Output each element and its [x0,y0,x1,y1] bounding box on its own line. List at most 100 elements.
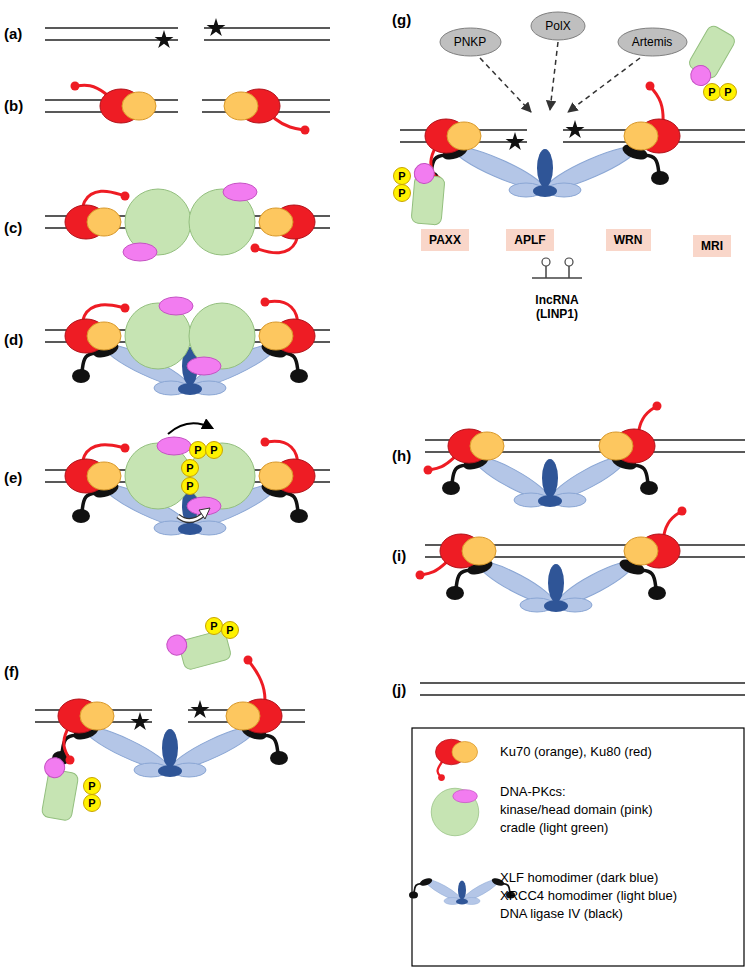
ligase-iv-domain [270,751,288,765]
dna-pkcs [123,189,191,261]
legend-text: XLF homodimer (dark blue) [500,871,658,886]
ku-heterodimer [416,534,497,580]
factor-box: PAXX [421,229,469,251]
dna-strand [420,682,745,684]
ku80-tail-end [261,298,270,307]
trans-phosphorylation-arrowhead [199,508,210,519]
phosphate-circle [394,185,411,202]
legend-box [409,728,744,966]
ku-heterodimer [259,438,315,494]
ligase-iv-linker [640,570,656,589]
phosphate-circle [182,478,199,495]
phosphate-label: P [88,780,95,793]
xlf-head [456,899,468,905]
lncrna-label: lncRNA (LINP1) [526,294,588,322]
dna-pkcs [125,437,191,509]
lncrna-loop [565,258,573,266]
lncrna-hairpins [532,258,582,278]
autophosphorylation-arrow [168,423,212,434]
factor-name: PolX [530,19,586,33]
ligase-iv-domain [651,171,669,185]
ligase-iv-domain [442,481,460,495]
factor-ellipse: PNKP [439,27,502,57]
phosphate-label: P [210,620,217,633]
dna-pkcs [125,297,193,369]
ku70 [624,122,658,150]
xlf-head [538,495,562,507]
dna-strand [420,694,745,696]
ku80-tail-end [244,656,253,665]
panel-letter: (f) [4,663,19,680]
released-dna-pkcs [410,163,446,225]
ku70 [447,122,481,150]
panel-letter: (g) [392,11,411,28]
ku-heterodimer [424,429,505,475]
phosphate-label: P [186,462,193,475]
released-dna-pkcs [36,756,81,821]
phosphate-label: P [226,624,233,637]
ligase-iv-domain [640,481,658,495]
pkcs-head [43,756,66,779]
damage-star [566,120,585,138]
ellipse-shape [531,12,585,40]
ku80-tail-end [261,438,270,447]
factor-ellipse: PolX [530,11,586,41]
pkcs-head [159,297,193,315]
ku70 [624,537,658,565]
factor-label: WRN [606,233,651,247]
ku-heterodimer [251,205,316,253]
pkcs-head [187,357,221,375]
ellipse-shape [440,28,501,56]
ligase-iv-linker [643,155,659,174]
ku-heterodimer [224,89,310,135]
panel-letter: (c) [4,219,22,236]
xlf-head [544,600,568,612]
ku80-tail-end [424,466,433,475]
xlf-dimer [542,459,558,497]
ku70 [87,322,121,350]
ku80-tail-end [251,244,260,253]
phosphate-label: P [186,480,193,493]
lncrna-strand [532,266,582,278]
dna-duplex [420,683,745,695]
factor-label: APLF [506,233,554,247]
phosphate-circle [190,442,207,459]
legend-text: XRCC4 homodimer (light blue) [500,889,677,904]
ku-heterodimer [65,444,130,494]
phosphate-circle [720,84,737,101]
phosphate-label: P [88,797,95,810]
xlf-head [178,383,202,395]
illustration-layer [35,18,745,966]
phosphate-circle [206,618,223,635]
factor-box: APLF [506,229,554,251]
legend-frame [412,728,744,966]
phosphate-label: P [210,444,217,457]
released-dna-pkcs [681,24,737,91]
ku-heterodimer [624,82,680,154]
xlf-head [178,523,202,535]
phosphate-circle [222,622,239,639]
ku70 [224,92,258,120]
ku80-tail-end [121,304,130,313]
phosphate-label: P [724,86,731,99]
ligase-iv-domain [290,369,308,383]
xlf-dimer [548,564,564,602]
ligase-iv-domain [409,892,418,899]
dna-strand [204,39,330,41]
dna-strand [204,27,330,29]
ku70 [259,322,293,350]
ligase-iv-domain [648,586,666,600]
factor-name: Artemis [617,35,688,49]
ku80-tail-end [71,82,80,91]
panel-letter: (d) [4,331,23,348]
ku-heterodimer [58,699,114,765]
ligase-iv-linker [262,735,278,754]
ku-heterodimer [624,507,687,569]
phosphate-label: P [708,86,715,99]
ligase-iv-linker [82,493,98,512]
ku80-tail-end [66,756,75,765]
ligase-iv-linker [452,465,468,484]
ku-heterodimer [226,656,282,734]
